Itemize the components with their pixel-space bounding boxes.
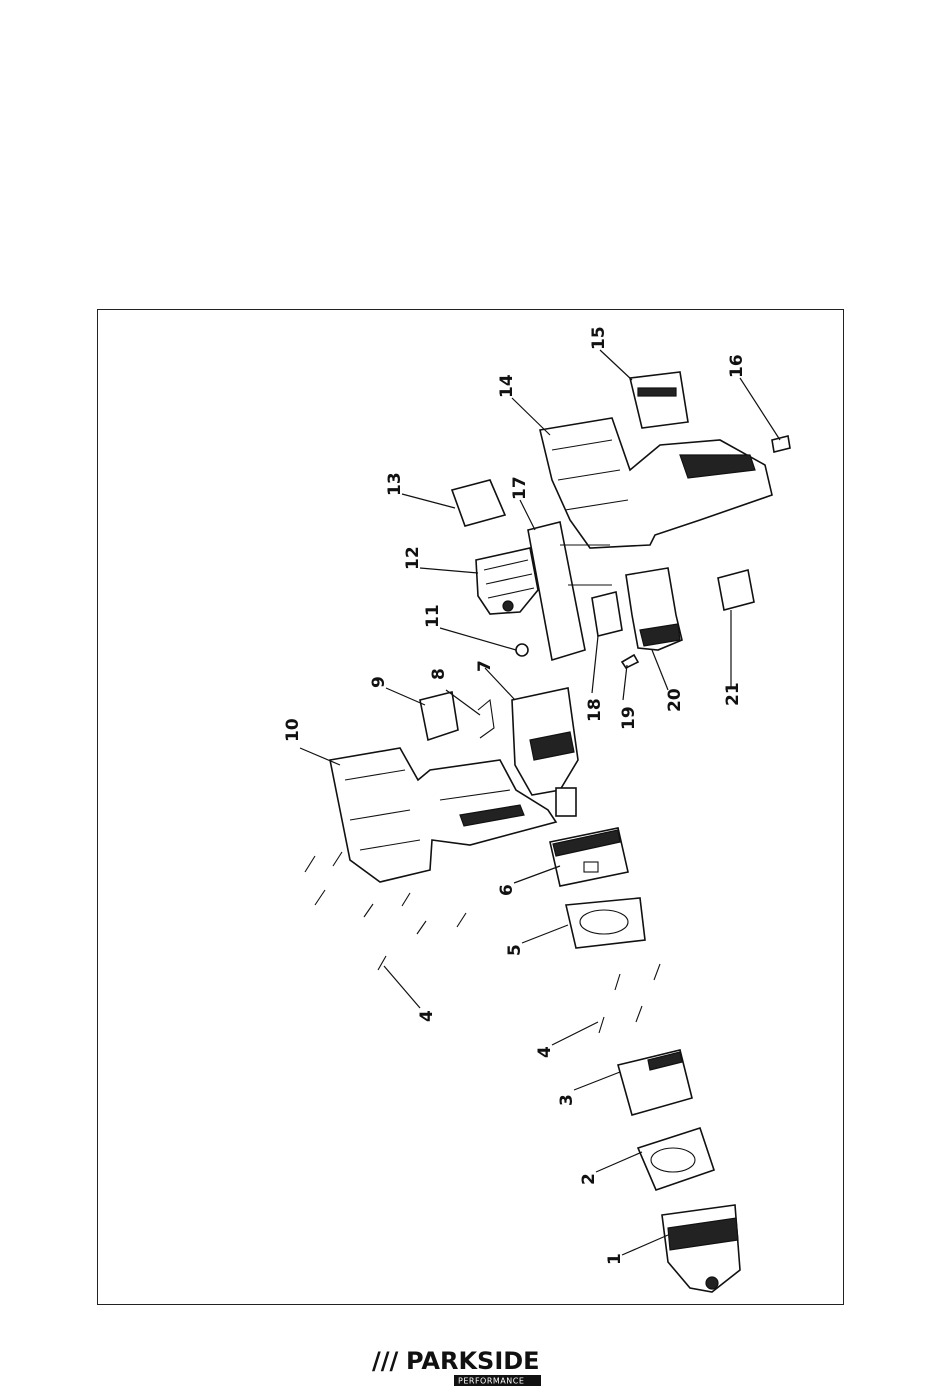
callout-16: 16 [727, 354, 747, 378]
logo-slashes: /// [372, 1347, 399, 1375]
callout-19: 19 [619, 706, 639, 730]
part-pinion [516, 644, 528, 656]
part-latch [452, 480, 505, 526]
callout-2: 2 [579, 1173, 599, 1185]
part-chuck [662, 1205, 740, 1292]
part-clutch-ring [618, 1050, 692, 1115]
parkside-logo: /// PARKSIDE PERFORMANCE [372, 1345, 542, 1387]
callout-21: 21 [723, 682, 743, 706]
callout-5: 5 [505, 944, 525, 956]
part-direction-switch [718, 570, 754, 610]
callout-12: 12 [403, 546, 423, 570]
part-bracket-ring [566, 898, 645, 948]
callout-1: 1 [605, 1253, 625, 1265]
callout-15: 15 [589, 326, 609, 350]
callout-17: 17 [510, 476, 530, 500]
part-plate [772, 436, 790, 452]
callout-7: 7 [475, 660, 495, 672]
callout-6: 6 [497, 884, 517, 896]
callout-9: 9 [369, 676, 389, 688]
callout-18: 18 [585, 698, 605, 722]
part-switch-block [592, 592, 622, 636]
logo-brand-name: PARKSIDE [406, 1347, 540, 1375]
callout-14: 14 [497, 374, 517, 398]
part-badge [630, 372, 688, 428]
part-clip [478, 700, 494, 738]
callout-3: 3 [557, 1094, 577, 1106]
callout-13: 13 [385, 472, 405, 496]
logo-sub-text: PERFORMANCE [458, 1377, 524, 1386]
screws-lower [599, 964, 660, 1033]
callout-10: 10 [283, 718, 303, 742]
callout-8: 8 [429, 668, 449, 680]
callout-4-lower: 4 [535, 1046, 555, 1058]
part-housing-right [540, 418, 772, 548]
part-gear-ring [550, 828, 628, 886]
callout-4-upper: 4 [417, 1010, 437, 1022]
part-cover [420, 692, 458, 740]
part-motor [476, 548, 538, 614]
part-sleeve [638, 1128, 714, 1190]
callout-20: 20 [665, 688, 685, 712]
part-contact [622, 655, 638, 668]
part-trigger-switch [626, 568, 682, 650]
callout-11: 11 [423, 604, 443, 628]
